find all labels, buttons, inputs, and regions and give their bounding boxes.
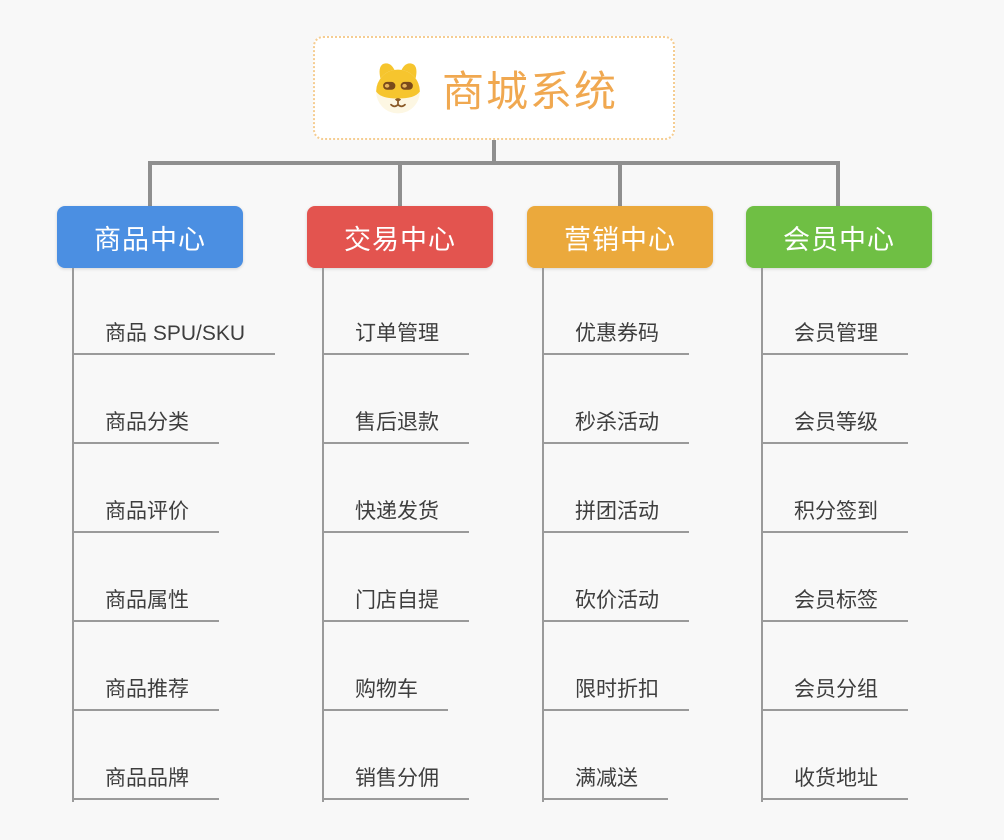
connector-root-vertical	[492, 140, 496, 163]
leaf-node[interactable]: 商品推荐	[72, 675, 219, 711]
branch-header-product-center[interactable]: 商品中心	[57, 206, 243, 268]
leaf-node[interactable]: 秒杀活动	[542, 408, 689, 444]
branch-header-marketing-center[interactable]: 营销中心	[527, 206, 713, 268]
dog-face-icon	[370, 60, 426, 116]
branch-spine-line	[542, 268, 544, 802]
leaf-node[interactable]: 快递发货	[322, 497, 469, 533]
leaf-node[interactable]: 门店自提	[322, 586, 469, 622]
leaf-node[interactable]: 商品品牌	[72, 764, 219, 800]
connector-drop-trade	[398, 163, 402, 206]
leaf-node[interactable]: 满减送	[542, 764, 668, 800]
leaf-node[interactable]: 优惠券码	[542, 319, 689, 355]
leaf-node[interactable]: 拼团活动	[542, 497, 689, 533]
leaf-node[interactable]: 商品属性	[72, 586, 219, 622]
root-title: 商城系统	[441, 67, 618, 115]
connector-drop-product	[148, 163, 152, 206]
branch-spine-line	[322, 268, 324, 802]
leaf-node[interactable]: 砍价活动	[542, 586, 689, 622]
leaf-node[interactable]: 订单管理	[322, 319, 469, 355]
leaf-node[interactable]: 收货地址	[761, 764, 908, 800]
leaf-node[interactable]: 限时折扣	[542, 675, 689, 711]
leaf-node[interactable]: 销售分佣	[322, 764, 469, 800]
leaf-node[interactable]: 会员管理	[761, 319, 908, 355]
leaf-node[interactable]: 购物车	[322, 675, 448, 711]
leaf-node[interactable]: 商品评价	[72, 497, 219, 533]
connector-drop-member	[836, 163, 840, 206]
leaf-node[interactable]: 会员分组	[761, 675, 908, 711]
leaf-node[interactable]: 商品 SPU/SKU	[72, 319, 276, 355]
leaf-node[interactable]: 积分签到	[761, 497, 908, 533]
connector-drop-marketing	[618, 163, 622, 206]
branch-header-trade-center[interactable]: 交易中心	[307, 206, 493, 268]
leaf-node[interactable]: 会员标签	[761, 586, 908, 622]
root-node[interactable]: 商城系统	[313, 36, 675, 140]
connector-horizontal-bar	[148, 161, 840, 165]
branch-spine-line	[761, 268, 763, 802]
leaf-node[interactable]: 售后退款	[322, 408, 469, 444]
leaf-node[interactable]: 会员等级	[761, 408, 908, 444]
leaf-node[interactable]: 商品分类	[72, 408, 219, 444]
branch-spine-line	[72, 268, 74, 802]
branch-header-member-center[interactable]: 会员中心	[746, 206, 932, 268]
